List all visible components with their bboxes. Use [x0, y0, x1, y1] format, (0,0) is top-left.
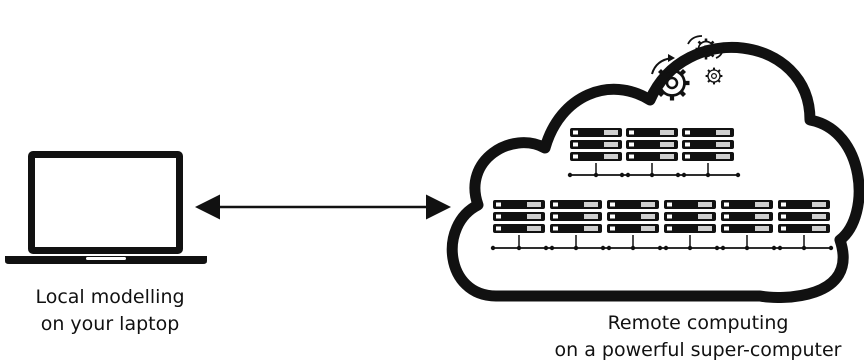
remote-computing-caption: Remote computing on a powerful super-com…	[538, 310, 858, 364]
remote-caption-line1: Remote computing	[607, 312, 789, 334]
remote-caption-line2: on a powerful super-computer	[554, 339, 842, 361]
local-caption-line1: Local modelling	[35, 286, 185, 308]
local-modelling-caption: Local modelling on your laptop	[10, 284, 210, 338]
local-caption-line2: on your laptop	[40, 313, 180, 335]
server-rack-lower	[490, 200, 834, 251]
server-rack-upper	[567, 128, 741, 178]
laptop-icon	[5, 151, 207, 264]
gears-icon	[651, 35, 725, 101]
